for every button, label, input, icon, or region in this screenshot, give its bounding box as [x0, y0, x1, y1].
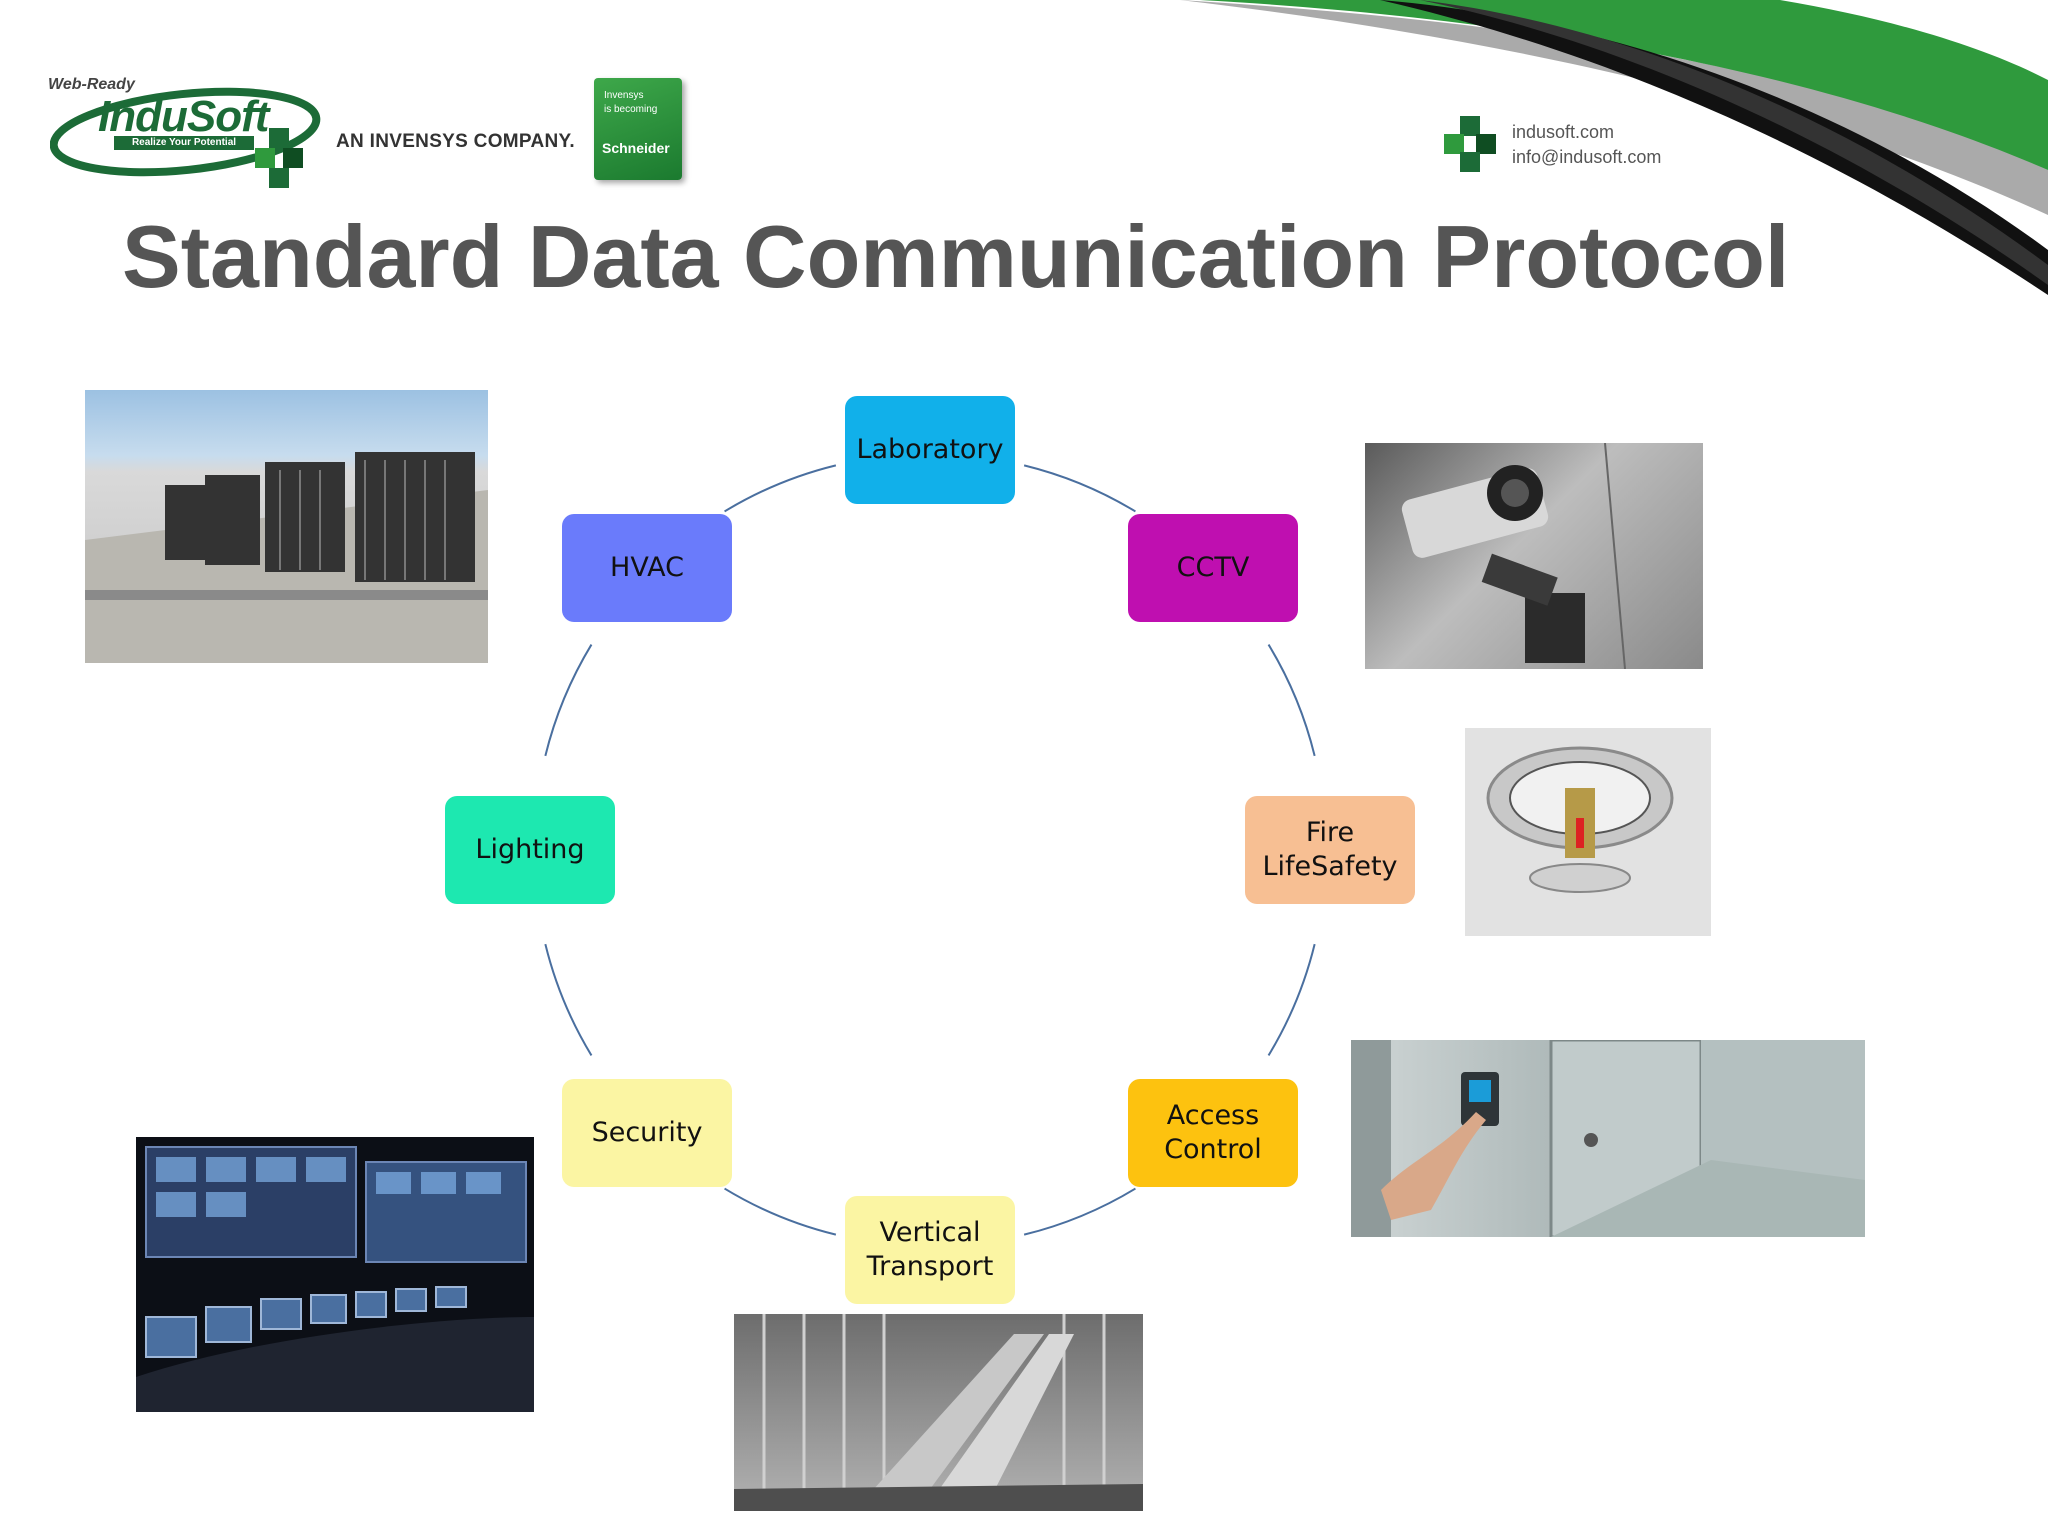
schneider-badge: Invensys is becoming Schneider	[594, 78, 682, 180]
logo-swoosh-icon	[50, 87, 321, 188]
logo-tagline: Realize Your Potential	[114, 136, 254, 150]
node-vertical-transport: Vertical Transport	[845, 1196, 1015, 1304]
escalator-photo	[734, 1314, 1143, 1511]
cycle-connector	[1023, 1187, 1136, 1236]
node-hvac: HVAC	[562, 514, 732, 622]
logo-prefix: Web-Ready	[48, 76, 135, 93]
company-line: AN INVENSYS COMPANY.	[336, 131, 575, 152]
cycle-connector	[1267, 943, 1316, 1056]
logo-name: InduSoft	[98, 92, 269, 141]
cube-logo-icon	[1444, 116, 1496, 172]
badge-name: Schneider	[602, 140, 670, 156]
cycle-connector	[544, 943, 593, 1056]
node-security: Security	[562, 1079, 732, 1187]
sprinkler-photo	[1465, 728, 1711, 936]
node-access-control: Access Control	[1128, 1079, 1298, 1187]
badge-line-2: is becoming	[604, 104, 658, 115]
node-cctv: CCTV	[1128, 514, 1298, 622]
cycle-connector	[1267, 644, 1316, 757]
badge-line-1: Invensys	[604, 90, 644, 101]
cycle-connector	[1023, 464, 1136, 513]
page-title: Standard Data Communication Protocol	[122, 207, 1790, 306]
email-link[interactable]: info@indusoft.com	[1512, 147, 1662, 167]
website-link[interactable]: indusoft.com	[1512, 122, 1615, 142]
cycle-connector	[544, 644, 593, 757]
hvac-photo	[85, 390, 488, 663]
cycle-connector	[724, 464, 837, 513]
node-laboratory: Laboratory	[845, 396, 1015, 504]
control-room-photo	[136, 1137, 534, 1412]
access-keypad-photo	[1351, 1040, 1865, 1237]
node-fire-lifesafety: Fire LifeSafety	[1245, 796, 1415, 904]
cctv-photo	[1365, 443, 1703, 669]
header-swoosh	[1180, 0, 2048, 295]
cycle-connector	[724, 1187, 837, 1236]
node-lighting: Lighting	[445, 796, 615, 904]
